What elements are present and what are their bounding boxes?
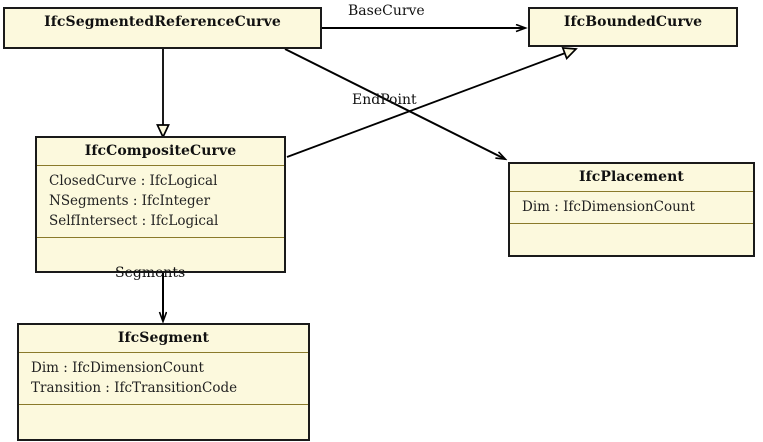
attribute-row: ClosedCurve : IfcLogical xyxy=(49,173,218,189)
class-box-ifcplacement[interactable]: IfcPlacement Dim : IfcDimensionCount xyxy=(508,162,755,257)
edge-label-basecurve: BaseCurve xyxy=(348,3,425,19)
compartment-divider xyxy=(510,223,753,224)
attribute-row: Transition : IfcTransitionCode xyxy=(31,380,238,396)
compartment-divider xyxy=(19,352,308,353)
attribute-row: SelfIntersect : IfcLogical xyxy=(49,213,219,229)
edge-inherit-bounded xyxy=(286,47,578,158)
class-title: IfcBoundedCurve xyxy=(563,14,703,30)
compartment-divider xyxy=(37,237,284,238)
compartment-divider xyxy=(37,165,284,166)
class-title: IfcPlacement xyxy=(578,169,684,185)
attribute-list: Dim : IfcDimensionCount Transition : Ifc… xyxy=(19,353,308,404)
attribute-list: Dim : IfcDimensionCount xyxy=(510,192,753,223)
operations-compartment xyxy=(19,405,308,439)
edge-label-endpoint: EndPoint xyxy=(352,92,417,108)
class-title: IfcCompositeCurve xyxy=(84,143,237,159)
attribute-row: NSegments : IfcInteger xyxy=(49,193,211,209)
attribute-row: Dim : IfcDimensionCount xyxy=(522,199,695,215)
compartment-divider xyxy=(19,404,308,405)
attribute-row: Dim : IfcDimensionCount xyxy=(31,360,204,376)
class-box-ifcsegmentedreferencecurve[interactable]: IfcSegmentedReferenceCurve xyxy=(3,7,322,49)
class-box-ifcboundedcurve[interactable]: IfcBoundedCurve xyxy=(528,7,738,47)
class-title: IfcSegment xyxy=(117,330,210,346)
class-box-ifccompositecurve[interactable]: IfcCompositeCurve ClosedCurve : IfcLogic… xyxy=(35,136,286,273)
class-title: IfcSegmentedReferenceCurve xyxy=(44,14,281,30)
class-box-ifcsegment[interactable]: IfcSegment Dim : IfcDimensionCount Trans… xyxy=(17,323,310,441)
operations-compartment xyxy=(510,224,753,255)
attribute-list: ClosedCurve : IfcLogical NSegments : Ifc… xyxy=(37,166,284,237)
edge-label-segments: Segments xyxy=(115,265,186,281)
compartment-divider xyxy=(510,191,753,192)
